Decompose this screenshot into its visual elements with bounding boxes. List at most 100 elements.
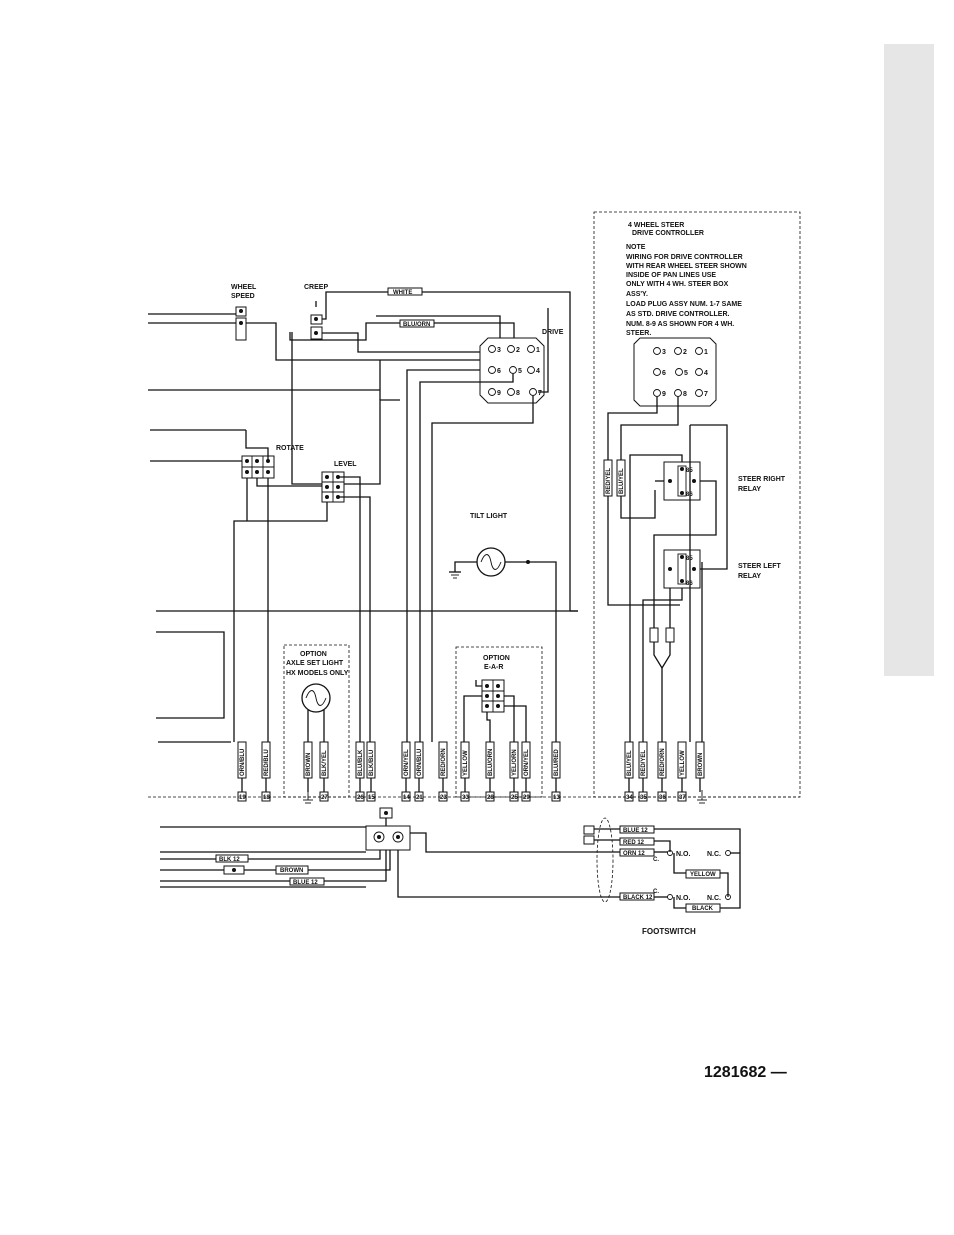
terminal-wire-label: RED/YEL	[641, 750, 647, 776]
wire-tag-white: WHITE	[393, 290, 412, 296]
terminal-wire: BROWN	[303, 741, 313, 792]
note-line: ASS'Y.	[626, 291, 648, 298]
steer-pins: 3 2 1 6 5 4 9 8 7	[653, 347, 708, 398]
terminal-number: 14	[403, 795, 410, 801]
note-line: LOAD PLUG ASSY NUM. 1-7 SAME	[626, 301, 742, 308]
wire-tag-blu-yel-steer: BLU/YEL	[619, 468, 625, 494]
note-line: NUM. 8-9 AS SHOWN FOR 4 WH.	[626, 321, 734, 328]
terminal-number: 37	[679, 795, 686, 801]
tilt-light-label: TILT LIGHT	[470, 513, 508, 520]
terminal-wire-label: RED/BLU	[264, 749, 270, 776]
wire-tag-red-yel-steer: RED/YEL	[606, 468, 612, 494]
note-line: WIRING FOR DRIVE CONTROLLER	[626, 254, 743, 261]
terminal-wire: ORN/BLU 19	[237, 741, 247, 802]
steer-left-label-1: STEER LEFT	[738, 563, 782, 570]
option-ear-label-1: OPTION	[483, 655, 510, 662]
terminal-number: 36	[659, 795, 666, 801]
svg-text:8: 8	[683, 391, 687, 398]
note-title-2: DRIVE CONTROLLER	[632, 230, 704, 237]
terminal-number: 26	[357, 795, 364, 801]
terminal-number: 23	[440, 795, 447, 801]
wire-tag-blue-12-left: BLUE 12	[293, 880, 318, 886]
footswitch-label: FOOTSWITCH	[642, 927, 696, 936]
drive-connector	[479, 337, 545, 404]
option-axle-label-1: OPTION	[300, 651, 327, 658]
option-ear-label-2: E-A-R	[484, 664, 503, 671]
wire-tag-orn-12: ORN 12	[623, 851, 645, 857]
nc-label-2: N.C.	[707, 895, 721, 902]
svg-text:2: 2	[683, 349, 687, 356]
diode	[649, 627, 659, 643]
axle-set-lamp	[301, 683, 331, 713]
terminal-wire-label: ORN/BLU	[240, 749, 246, 776]
terminal-wire: ORN/YEL 14	[401, 741, 411, 802]
note-title-1: 4 WHEEL STEER	[628, 222, 684, 229]
svg-text:5: 5	[518, 368, 522, 375]
note-line: WITH REAR WHEEL STEER SHOWN	[626, 263, 747, 270]
terminal-number: 25	[511, 795, 518, 801]
terminal-wire-label: BLU/ORN	[488, 749, 494, 776]
svg-text:3: 3	[497, 347, 501, 354]
no-label-1: N.O.	[676, 851, 690, 858]
bottom-main-connector	[365, 825, 411, 851]
terminal-wire: BROWN	[695, 741, 705, 792]
no-label-2: N.O.	[676, 895, 690, 902]
level-label: LEVEL	[334, 461, 357, 468]
terminal-number: 34	[626, 795, 633, 801]
option-ear-box	[455, 646, 543, 798]
note-line: ONLY WITH 4 WH. STEER BOX	[626, 281, 729, 288]
terminal-number: 13	[553, 795, 560, 801]
svg-text:7: 7	[704, 391, 708, 398]
svg-text:6: 6	[497, 368, 501, 375]
wheel-speed-label-2: SPEED	[231, 293, 255, 300]
terminal-wire-label: ORN/BLU	[417, 749, 423, 776]
pan-lines-box	[593, 211, 801, 798]
page-edge-tab	[884, 44, 934, 676]
option-axle-label-2: AXLE SET LIGHT	[286, 660, 344, 667]
svg-text:2: 2	[516, 347, 520, 354]
terminal-wire: RED/BLU 18	[261, 741, 271, 802]
terminal-wire-label: YELLOW	[463, 750, 469, 776]
steer-drive-connector	[633, 337, 717, 407]
wire-tag-black: BLACK	[692, 906, 714, 912]
svg-text:1: 1	[704, 349, 708, 356]
option-axle-box	[283, 644, 350, 798]
terminal-wire: BLU/BLK 26	[355, 741, 365, 802]
svg-text:4: 4	[536, 368, 540, 375]
terminal-wire-label: BLU/BLK	[358, 749, 364, 776]
terminal-wire-label: RED/ORN	[660, 748, 666, 776]
terminal-wire-label: RED/ORN	[441, 748, 447, 776]
terminal-number: 27	[321, 795, 328, 801]
drive-pins: 3 2 1 6 5 4 9 8 7	[488, 345, 542, 397]
ground-symbol	[697, 790, 707, 804]
wire-tag-blue-12-right: BLUE 12	[623, 828, 648, 834]
terminal-wire: RED/YEL 35	[638, 741, 648, 802]
terminal-wire-label: ORN/YEL	[404, 749, 410, 776]
terminal-wire: BLK/YEL 27	[319, 741, 329, 802]
terminal-wire-label: ORN/YEL	[524, 749, 530, 776]
terminal-number: 35	[640, 795, 647, 801]
steer-left-label-2: RELAY	[738, 573, 761, 580]
wire-tag-blk-12: BLK 12	[219, 857, 240, 863]
svg-text:7: 7	[538, 390, 542, 397]
nc-label-1: N.C.	[707, 851, 721, 858]
terminal-wire-label: BLK/YEL	[322, 750, 328, 776]
wire-tag-yellow: YELLOW	[690, 872, 716, 878]
wheel-speed-label-1: WHEEL	[231, 284, 257, 291]
terminal-number: 19	[239, 795, 246, 801]
svg-text:3: 3	[662, 349, 666, 356]
creep-label: CREEP	[304, 284, 328, 291]
terminal-number: 18	[263, 795, 270, 801]
drive-label: DRIVE	[542, 329, 564, 336]
note-lines: NOTE WIRING FOR DRIVE CONTROLLER WITH RE…	[626, 244, 747, 337]
svg-text:4: 4	[704, 370, 708, 377]
svg-text:5: 5	[684, 370, 688, 377]
terminal-wire: RED/ORN 36	[657, 741, 667, 802]
option-axle-label-3: HX MODELS ONLY	[286, 670, 349, 677]
terminal-wire-label: BLK/BLU	[369, 750, 375, 776]
